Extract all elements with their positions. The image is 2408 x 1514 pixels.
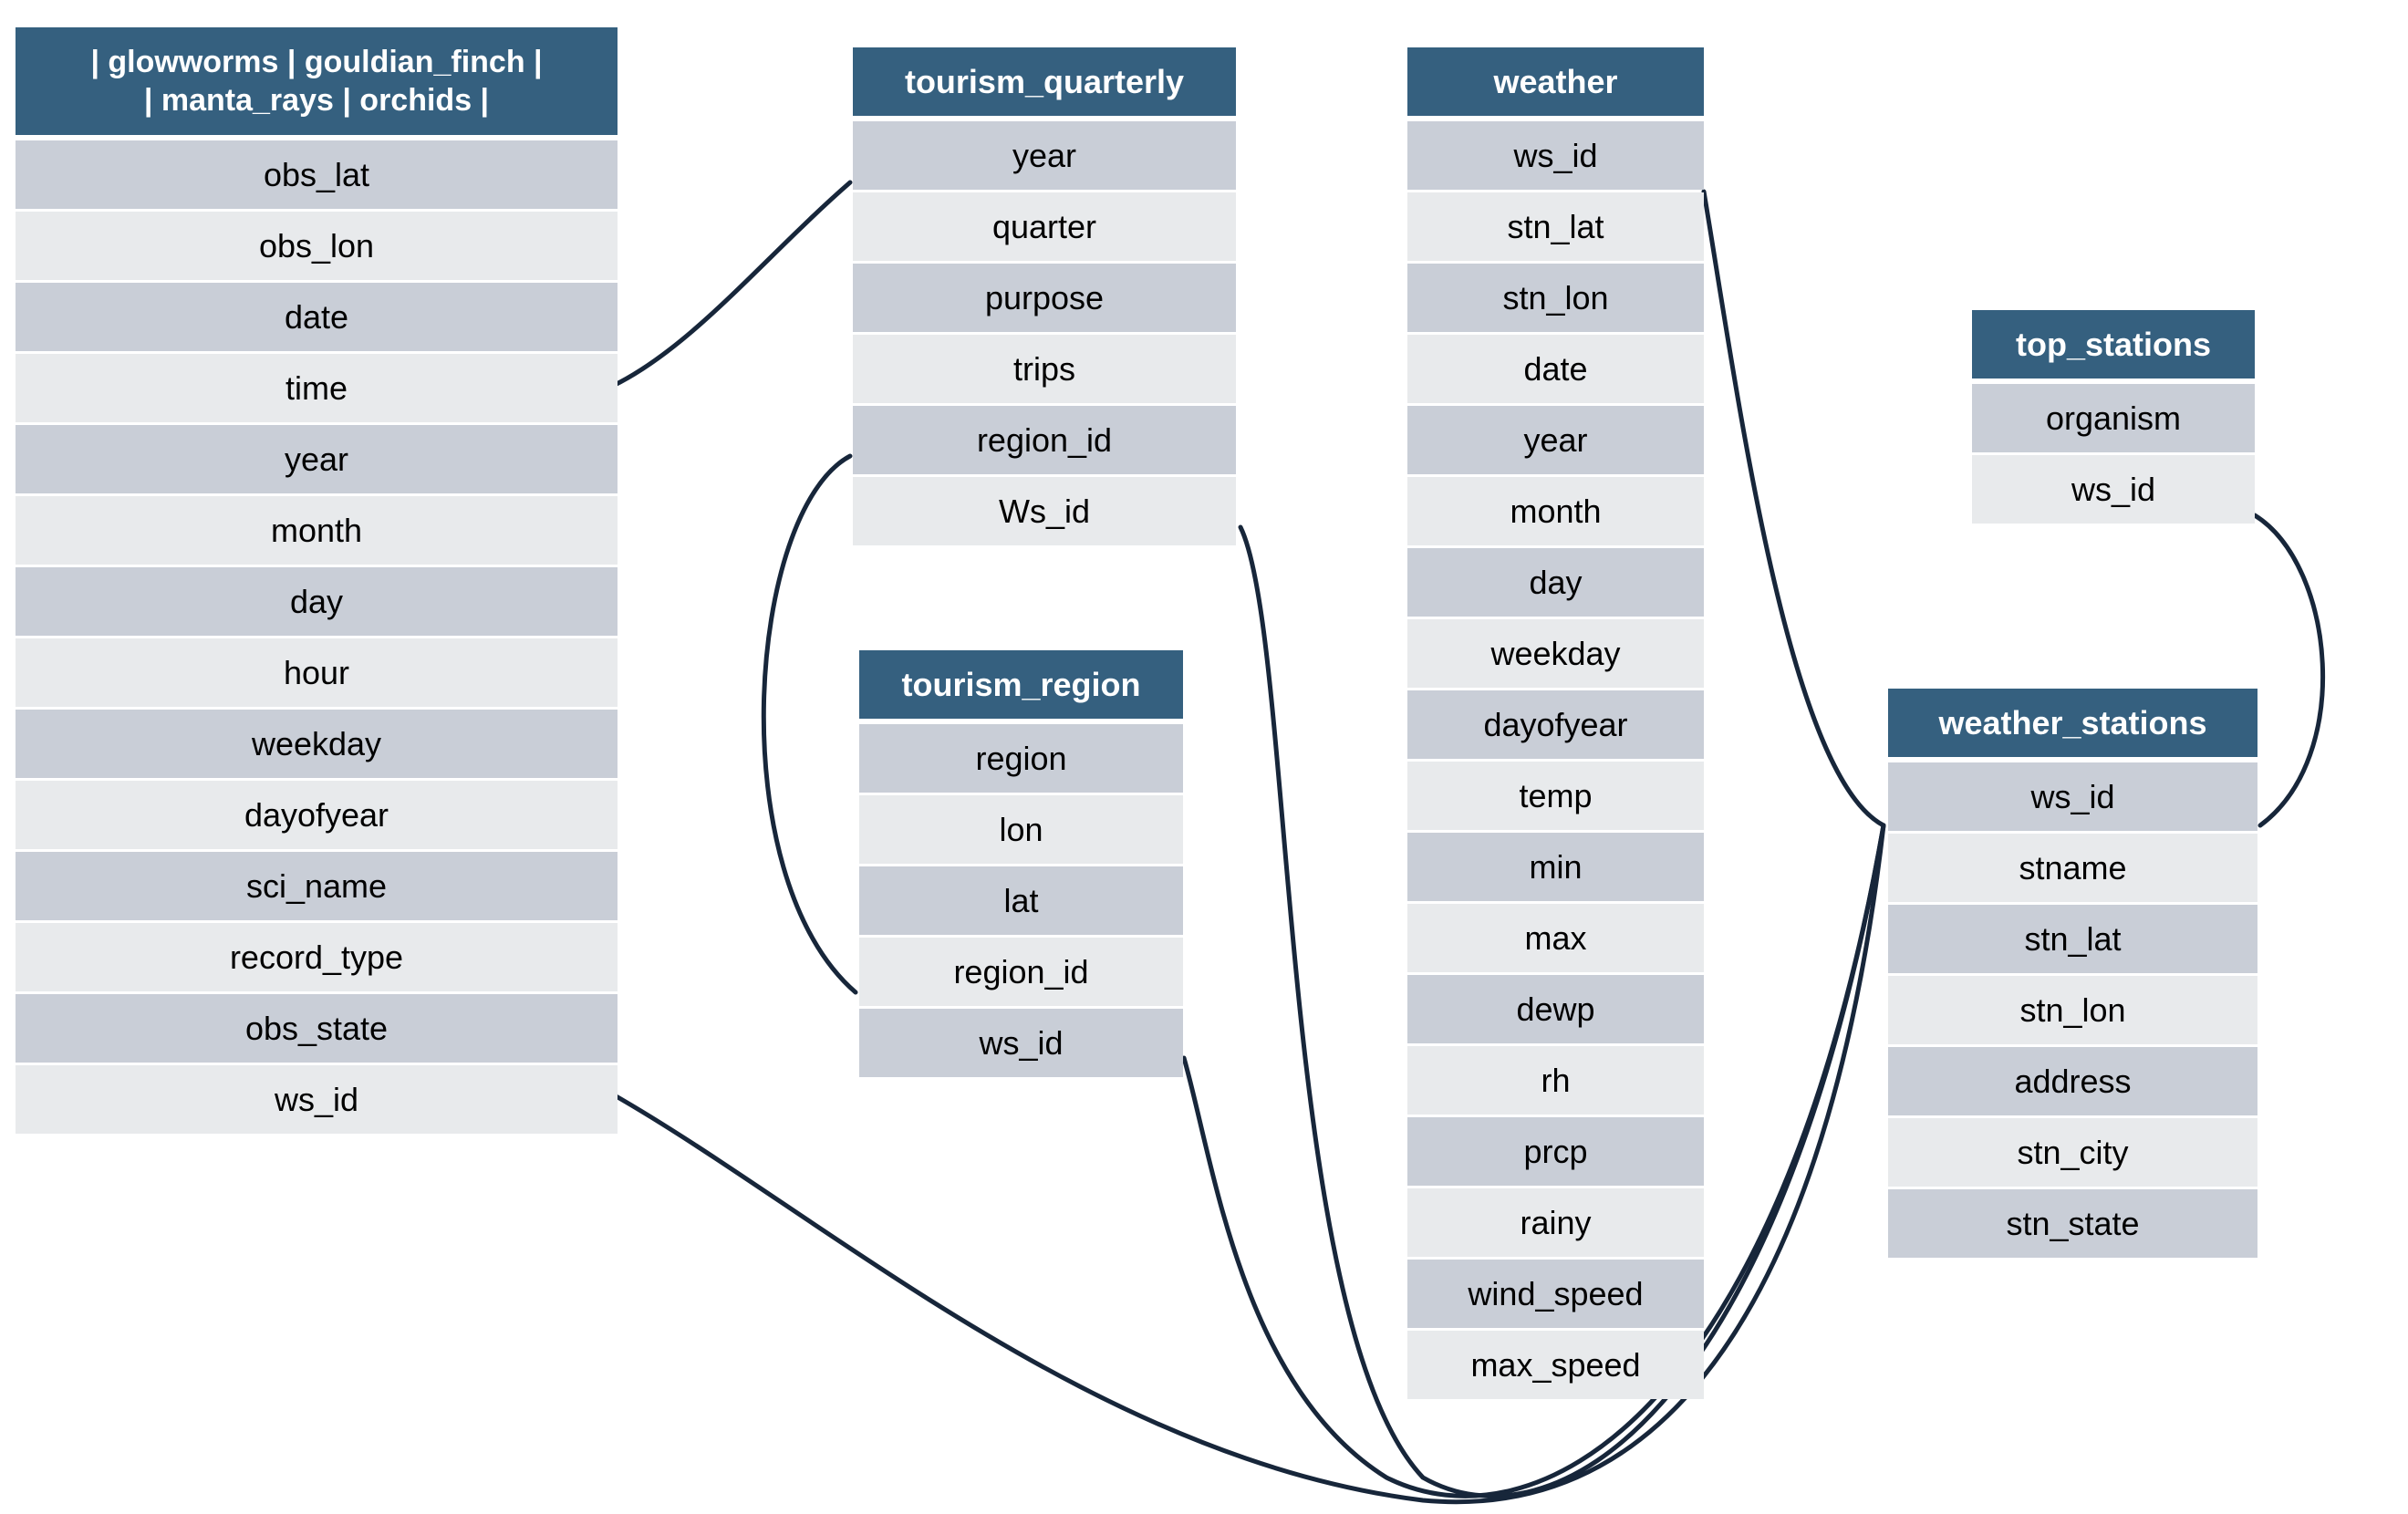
relationship-line <box>1701 189 1886 828</box>
field-row[interactable]: year <box>1407 406 1704 474</box>
field-row[interactable]: date <box>16 283 618 351</box>
field-row[interactable]: day <box>16 567 618 636</box>
field-row[interactable]: stn_state <box>1888 1189 2258 1258</box>
entity-header-top_stations: top_stations <box>1972 310 2255 378</box>
field-row[interactable]: stname <box>1888 834 2258 902</box>
field-row[interactable]: region_id <box>859 938 1183 1006</box>
field-row[interactable]: quarter <box>853 192 1236 261</box>
field-row[interactable]: stn_lat <box>1888 905 2258 973</box>
field-row[interactable]: ws_id <box>1972 455 2255 524</box>
field-row[interactable]: obs_lon <box>16 212 618 280</box>
field-row[interactable]: sci_name <box>16 852 618 920</box>
field-row[interactable]: obs_state <box>16 994 618 1063</box>
field-row[interactable]: region <box>859 724 1183 793</box>
field-row[interactable]: organism <box>1972 384 2255 452</box>
entity-header-weather: weather <box>1407 47 1704 116</box>
field-row[interactable]: rh <box>1407 1046 1704 1115</box>
field-row[interactable]: max_speed <box>1407 1331 1704 1399</box>
field-row[interactable]: min <box>1407 833 1704 901</box>
field-row[interactable]: dayofyear <box>1407 690 1704 759</box>
field-row[interactable]: record_type <box>16 923 618 991</box>
field-row[interactable]: stn_lat <box>1407 192 1704 261</box>
field-row[interactable]: ws_id <box>1888 762 2258 831</box>
entity-header-weather_stations: weather_stations <box>1888 689 2258 757</box>
field-row[interactable]: lon <box>859 795 1183 864</box>
field-row[interactable]: month <box>1407 477 1704 545</box>
field-row[interactable]: region_id <box>853 406 1236 474</box>
field-row[interactable]: ws_id <box>1407 121 1704 190</box>
relationship-line <box>2252 513 2326 828</box>
entity-table-organisms[interactable]: | glowworms | gouldian_finch | | manta_r… <box>16 27 618 1136</box>
field-row[interactable]: Ws_id <box>853 477 1236 545</box>
field-row[interactable]: rainy <box>1407 1188 1704 1257</box>
field-row[interactable]: dewp <box>1407 975 1704 1043</box>
field-row[interactable]: weekday <box>16 710 618 778</box>
entity-header-tourism_quarterly: tourism_quarterly <box>853 47 1236 116</box>
field-row[interactable]: temp <box>1407 762 1704 830</box>
field-row[interactable]: ws_id <box>859 1009 1183 1077</box>
field-row[interactable]: stn_city <box>1888 1118 2258 1187</box>
field-row[interactable]: obs_lat <box>16 140 618 209</box>
entity-header-tourism_region: tourism_region <box>859 650 1183 719</box>
field-row[interactable]: address <box>1888 1047 2258 1115</box>
field-row[interactable]: stn_lon <box>1407 264 1704 332</box>
field-row[interactable]: date <box>1407 335 1704 403</box>
field-row[interactable]: stn_lon <box>1888 976 2258 1044</box>
field-row[interactable]: max <box>1407 904 1704 972</box>
field-row[interactable]: purpose <box>853 264 1236 332</box>
field-row[interactable]: time <box>16 354 618 422</box>
field-row[interactable]: lat <box>859 866 1183 935</box>
field-row[interactable]: year <box>853 121 1236 190</box>
field-row[interactable]: dayofyear <box>16 781 618 849</box>
relationship-line <box>610 180 853 389</box>
field-row[interactable]: trips <box>853 335 1236 403</box>
relationship-line <box>761 453 858 995</box>
field-row[interactable]: hour <box>16 638 618 707</box>
field-row[interactable]: day <box>1407 548 1704 617</box>
field-row[interactable]: weekday <box>1407 619 1704 688</box>
field-row[interactable]: year <box>16 425 618 493</box>
field-row[interactable]: ws_id <box>16 1065 618 1134</box>
field-row[interactable]: month <box>16 496 618 565</box>
field-row[interactable]: prcp <box>1407 1117 1704 1186</box>
entity-header-organisms: | glowworms | gouldian_finch | | manta_r… <box>16 27 618 135</box>
field-row[interactable]: wind_speed <box>1407 1260 1704 1328</box>
